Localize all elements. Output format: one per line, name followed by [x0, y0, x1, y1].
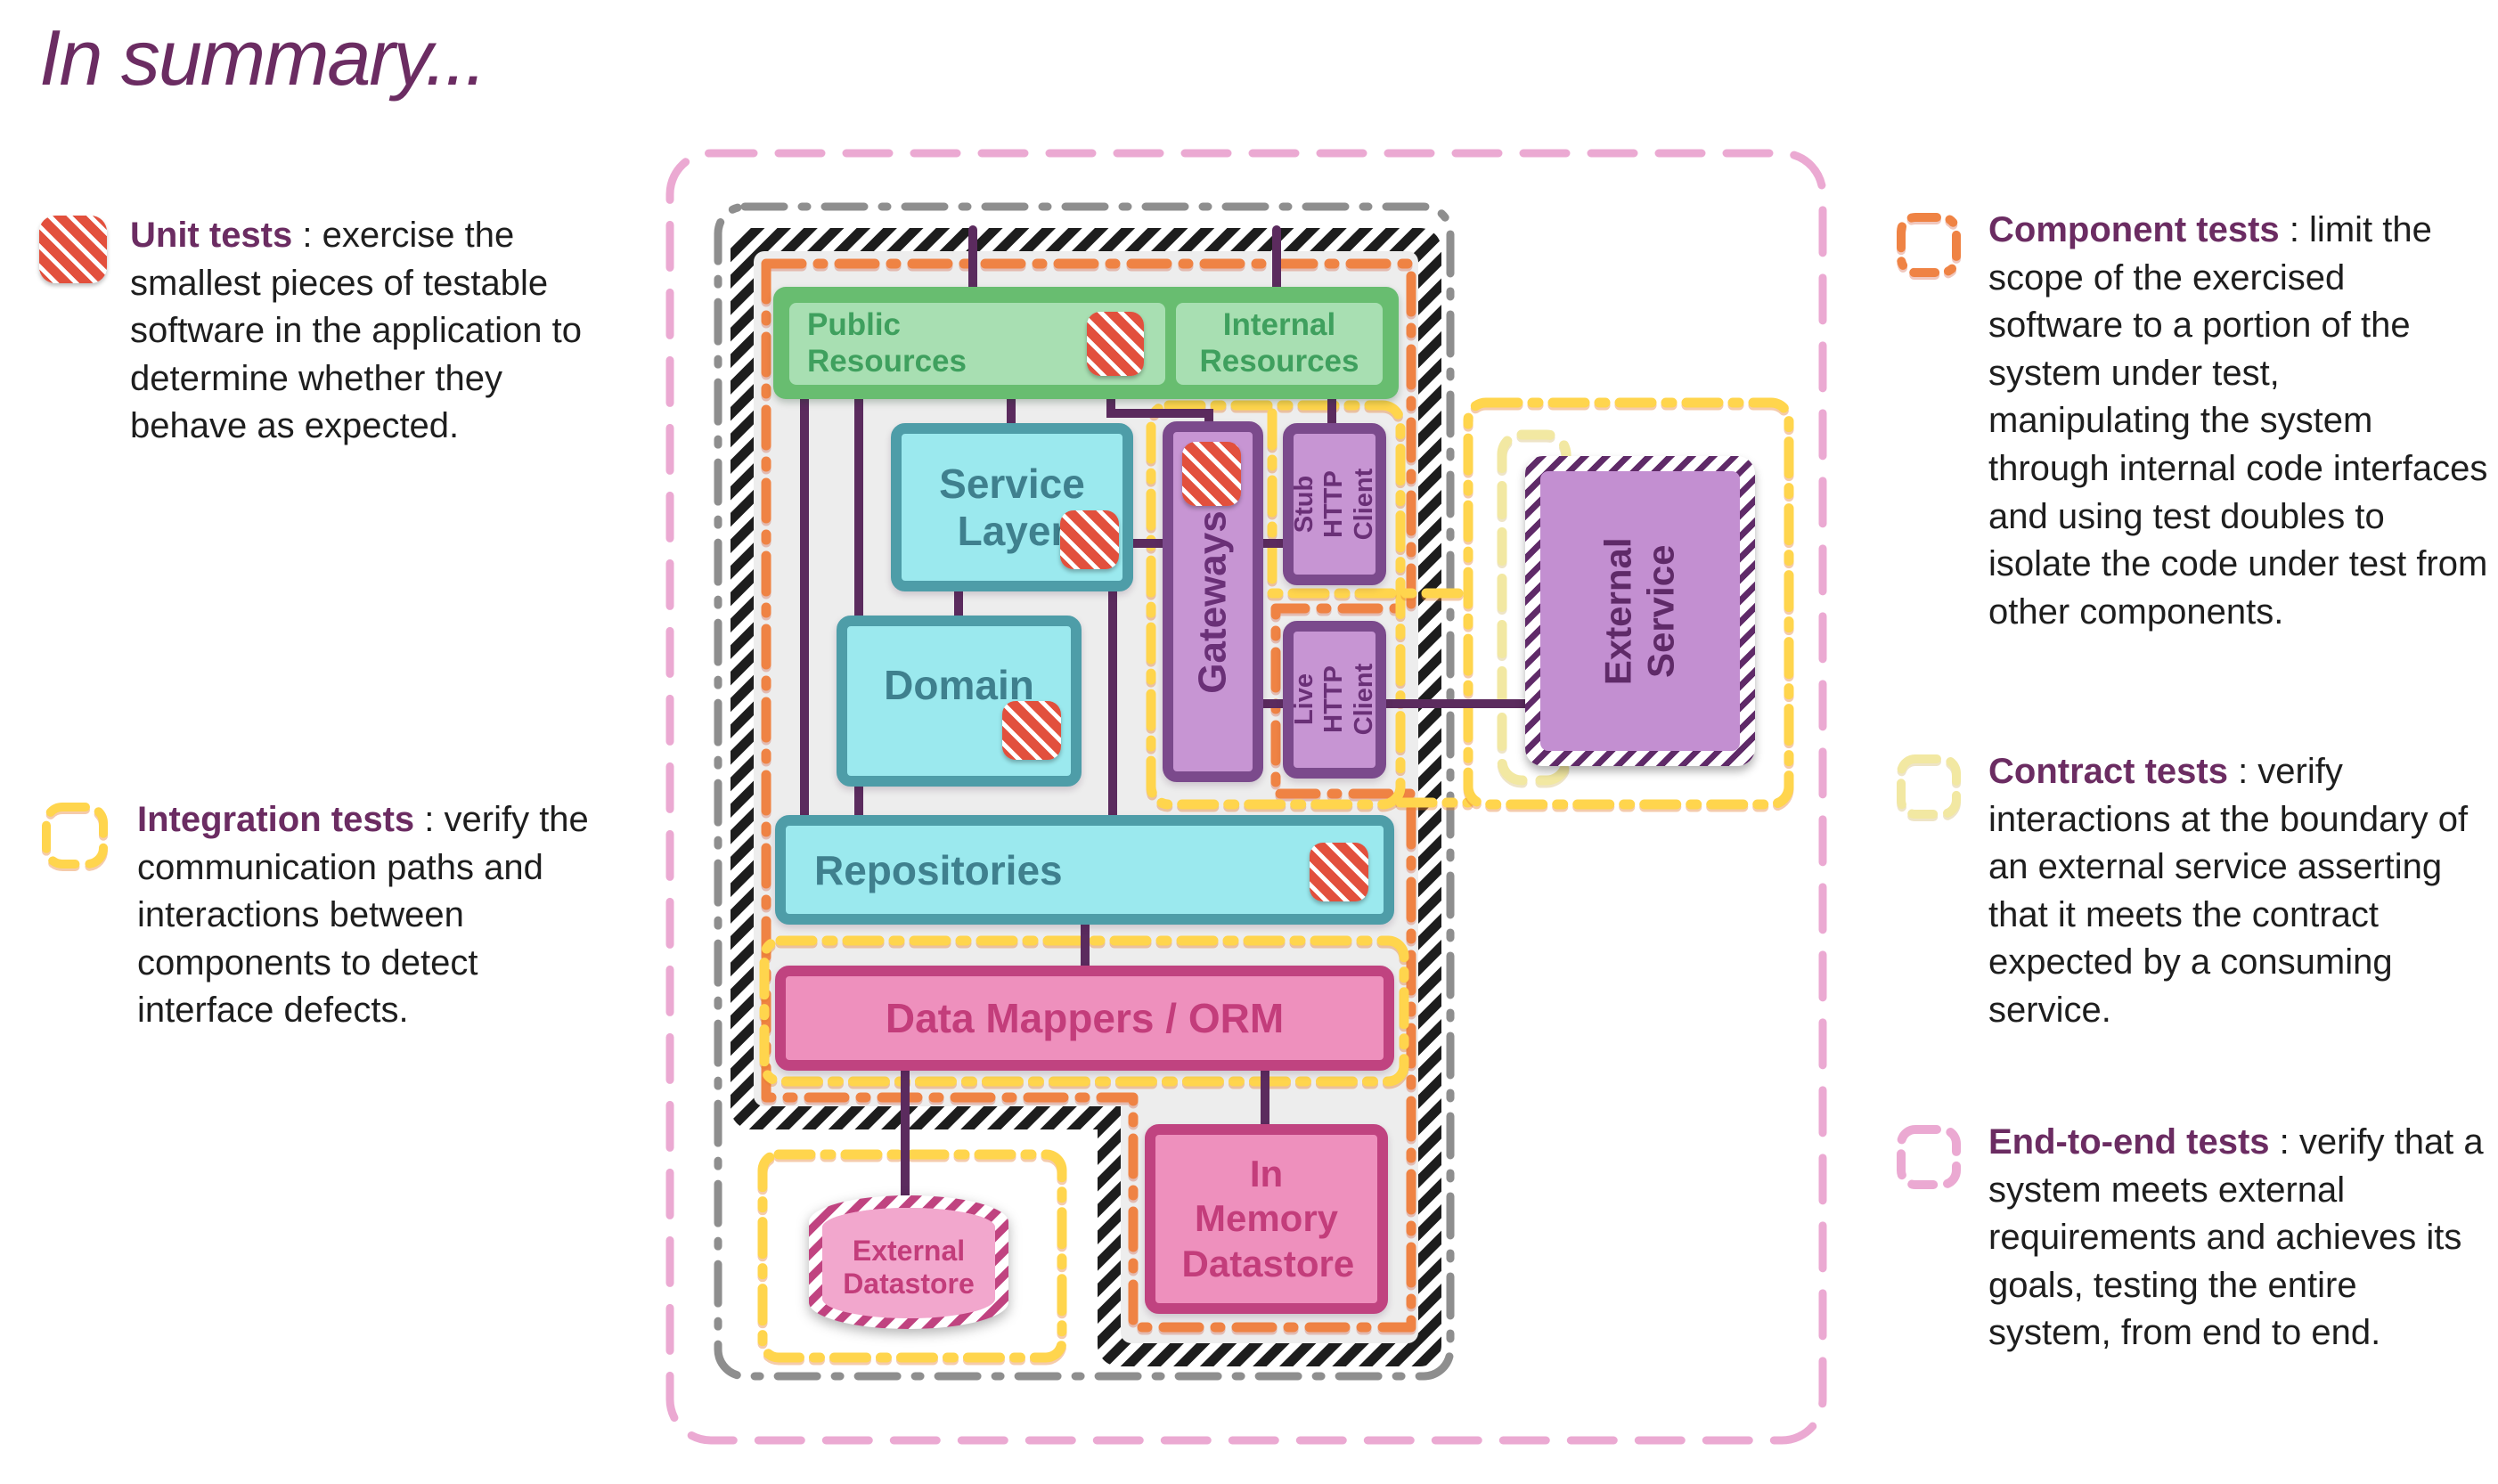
legend-contract-tests: Contract tests : verify interactions at …: [1890, 748, 2489, 1035]
component-tests-icon: [1890, 207, 1969, 289]
repositories-label: Repositories: [814, 846, 1063, 893]
page-title: In summary...: [39, 13, 486, 102]
legend-unit-tests-desc: : exercise the smallest pieces of testab…: [130, 216, 582, 446]
live-http-client-box: [1283, 621, 1386, 779]
live-http-client-label-wrap: Live HTTP Client: [1283, 621, 1386, 779]
external-service-box: [1525, 456, 1755, 766]
system-boundary: [714, 202, 1455, 1381]
end-to-end-boundary: [665, 149, 1827, 1445]
unit-tests-icon: [36, 212, 110, 287]
legend-component-tests-name: Component tests: [1988, 210, 2280, 249]
unit-test-badge-repositories: [1310, 843, 1368, 901]
external-service-label: External Service: [1596, 537, 1682, 685]
external-datastore-cylinder: [809, 1195, 1008, 1329]
in-memory-datastore-label: In Memory Datastore: [1181, 1152, 1355, 1284]
internal-resources-box: Internal Resources: [1176, 303, 1383, 385]
internal-resources-label: Internal Resources: [1199, 307, 1359, 379]
external-service-label-wrap: External Service: [1525, 456, 1755, 766]
in-memory-datastore-box: In Memory Datastore: [1145, 1124, 1388, 1314]
repositories-box: Repositories: [775, 815, 1394, 925]
data-mappers-label: Data Mappers / ORM: [885, 995, 1285, 1041]
legend-integration-tests-desc: : verify the communication paths and int…: [137, 800, 589, 1031]
unit-test-badge-service-layer: [1060, 510, 1119, 569]
legend-integration-tests-name: Integration tests: [137, 800, 415, 839]
legend-integration-tests: Integration tests : verify the communica…: [36, 796, 624, 1035]
legend-contract-tests-desc: : verify interactions at the boundary of…: [1988, 752, 2469, 1030]
stub-http-client-label: Stub HTTP Client: [1289, 468, 1378, 541]
live-http-client-label: Live HTTP Client: [1289, 664, 1378, 736]
integration-tests-icon: [36, 796, 118, 883]
unit-test-badge-public-resources: [1087, 312, 1144, 376]
legend-unit-tests-name: Unit tests: [130, 216, 293, 255]
legend-end-to-end-tests: End-to-end tests : verify that a system …: [1890, 1119, 2489, 1358]
external-datastore-label: External Datastore: [843, 1235, 975, 1300]
integration-boundary-external-datastore: [757, 1149, 1067, 1363]
unit-test-badge-gateways: [1182, 442, 1241, 506]
contract-tests-icon: [1890, 748, 1969, 831]
external-service-fill: [1540, 471, 1740, 751]
data-mappers-box: Data Mappers / ORM: [775, 966, 1394, 1071]
domain-label: Domain: [884, 662, 1034, 708]
legend-end-to-end-tests-name: End-to-end tests: [1988, 1122, 2270, 1162]
legend-component-tests: Component tests : limit the scope of the…: [1890, 207, 2489, 636]
gateways-label: Gateways: [1190, 510, 1235, 694]
component-test-boundary: [761, 258, 1416, 1333]
legend-contract-tests-name: Contract tests: [1988, 752, 2228, 791]
service-layer-label: Service Layer: [939, 460, 1085, 554]
integration-boundary-links: [1267, 408, 1473, 808]
unit-test-badge-domain: [1002, 701, 1061, 760]
integration-boundary-gateways: [1146, 400, 1406, 810]
legend-component-tests-desc: : limit the scope of the exercised softw…: [1988, 210, 2488, 632]
stub-http-client-label-wrap: Stub HTTP Client: [1283, 423, 1386, 585]
public-resources-label: Public Resources: [807, 307, 967, 379]
legend-end-to-end-tests-desc: : verify that a system meets external re…: [1988, 1122, 2484, 1353]
legend-unit-tests: Unit tests : exercise the smallest piece…: [36, 212, 624, 451]
end-to-end-tests-icon: [1890, 1119, 1969, 1202]
stub-http-client-box: [1283, 423, 1386, 585]
integration-boundary-external-service: [1463, 397, 1794, 810]
